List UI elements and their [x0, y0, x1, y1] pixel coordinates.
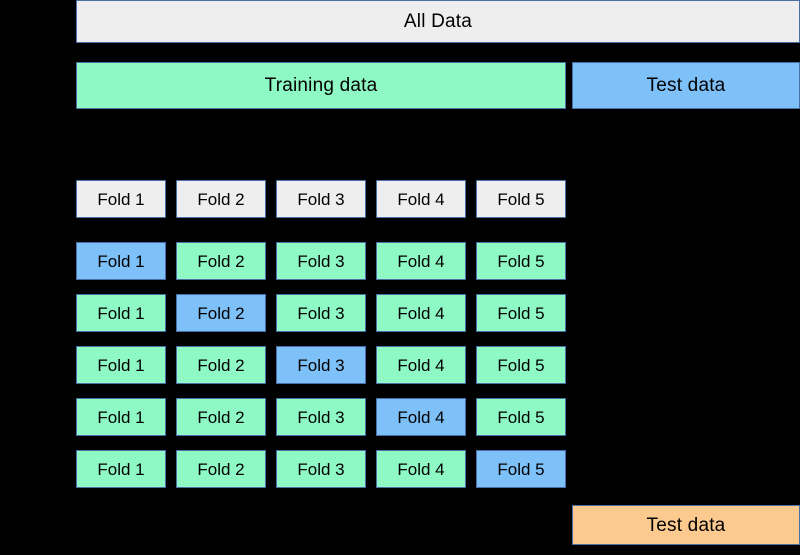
fold-header-row: Fold 1 Fold 2 Fold 3 Fold 4 Fold 5: [76, 180, 566, 218]
cv-fold-cell-r4-c1-training: Fold 1: [76, 398, 166, 436]
cv-fold-cell-r3-c4-training: Fold 4: [376, 346, 466, 384]
cv-fold-cell-r3-c1-training: Fold 1: [76, 346, 166, 384]
cv-fold-cell-r1-c3-training: Fold 3: [276, 242, 366, 280]
cv-split-row-5: Fold 1 Fold 2 Fold 3 Fold 4 Fold 5: [76, 450, 566, 488]
cv-fold-cell-r5-c2-training: Fold 2: [176, 450, 266, 488]
fold-header-cell-3: Fold 3: [276, 180, 366, 218]
cv-fold-cell-r2-c3-training: Fold 3: [276, 294, 366, 332]
cv-fold-cell-r3-c2-training: Fold 2: [176, 346, 266, 384]
training-data-bar: Training data: [76, 62, 566, 109]
cv-split-row-2: Fold 1 Fold 2 Fold 3 Fold 4 Fold 5: [76, 294, 566, 332]
cv-fold-cell-r5-c1-training: Fold 1: [76, 450, 166, 488]
cv-fold-cell-r2-c4-training: Fold 4: [376, 294, 466, 332]
all-data-bar: All Data: [76, 0, 800, 43]
cv-split-row-1: Fold 1 Fold 2 Fold 3 Fold 4 Fold 5: [76, 242, 566, 280]
cv-fold-cell-r4-c3-training: Fold 3: [276, 398, 366, 436]
fold-header-cell-4: Fold 4: [376, 180, 466, 218]
cv-split-row-3: Fold 1 Fold 2 Fold 3 Fold 4 Fold 5: [76, 346, 566, 384]
cv-fold-cell-r5-c4-training: Fold 4: [376, 450, 466, 488]
cv-fold-cell-r1-c4-training: Fold 4: [376, 242, 466, 280]
cv-fold-cell-r4-c5-training: Fold 5: [476, 398, 566, 436]
test-data-bar-bottom: Test data: [572, 505, 800, 545]
fold-header-cell-5: Fold 5: [476, 180, 566, 218]
cv-fold-cell-r1-c1-validation: Fold 1: [76, 242, 166, 280]
cv-fold-cell-r4-c4-validation: Fold 4: [376, 398, 466, 436]
cv-fold-cell-r4-c2-training: Fold 2: [176, 398, 266, 436]
fold-header-cell-1: Fold 1: [76, 180, 166, 218]
cv-fold-cell-r2-c1-training: Fold 1: [76, 294, 166, 332]
cv-fold-cell-r3-c3-validation: Fold 3: [276, 346, 366, 384]
cv-fold-cell-r2-c5-training: Fold 5: [476, 294, 566, 332]
cv-fold-cell-r5-c5-validation: Fold 5: [476, 450, 566, 488]
cv-fold-cell-r5-c3-training: Fold 3: [276, 450, 366, 488]
cv-fold-cell-r1-c2-training: Fold 2: [176, 242, 266, 280]
fold-header-cell-2: Fold 2: [176, 180, 266, 218]
cv-fold-cell-r2-c2-validation: Fold 2: [176, 294, 266, 332]
cv-fold-cell-r1-c5-training: Fold 5: [476, 242, 566, 280]
cv-split-row-4: Fold 1 Fold 2 Fold 3 Fold 4 Fold 5: [76, 398, 566, 436]
cv-fold-cell-r3-c5-training: Fold 5: [476, 346, 566, 384]
test-data-bar-top: Test data: [572, 62, 800, 109]
